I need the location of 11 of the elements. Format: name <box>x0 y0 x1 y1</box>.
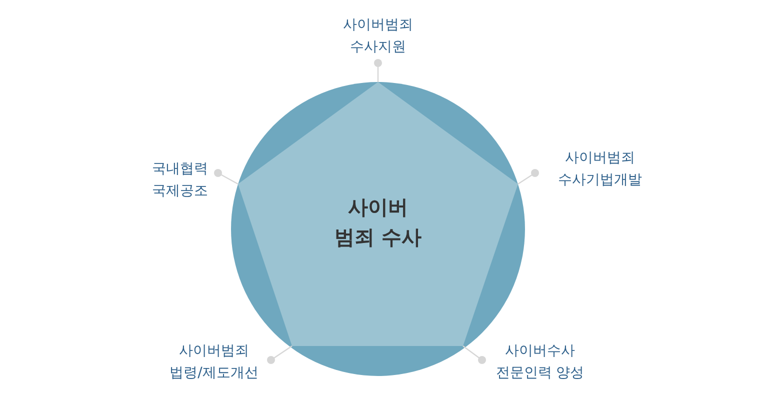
center-title: 사이버 범죄 수사 <box>334 194 422 251</box>
category-label: 사이버범죄 법령/제도개선 <box>164 340 264 384</box>
leader-line <box>374 59 382 82</box>
category-label: 사이버범죄 수사지원 <box>323 14 433 58</box>
category-label: 사이버범죄 수사기법개발 <box>545 147 655 191</box>
leader-line <box>214 169 238 185</box>
category-label: 국내협력 국제공조 <box>140 158 220 202</box>
leader-line <box>518 169 539 184</box>
leader-line <box>267 346 292 364</box>
category-label: 사이버수사 전문인력 양성 <box>490 340 590 384</box>
leader-line <box>462 346 486 364</box>
